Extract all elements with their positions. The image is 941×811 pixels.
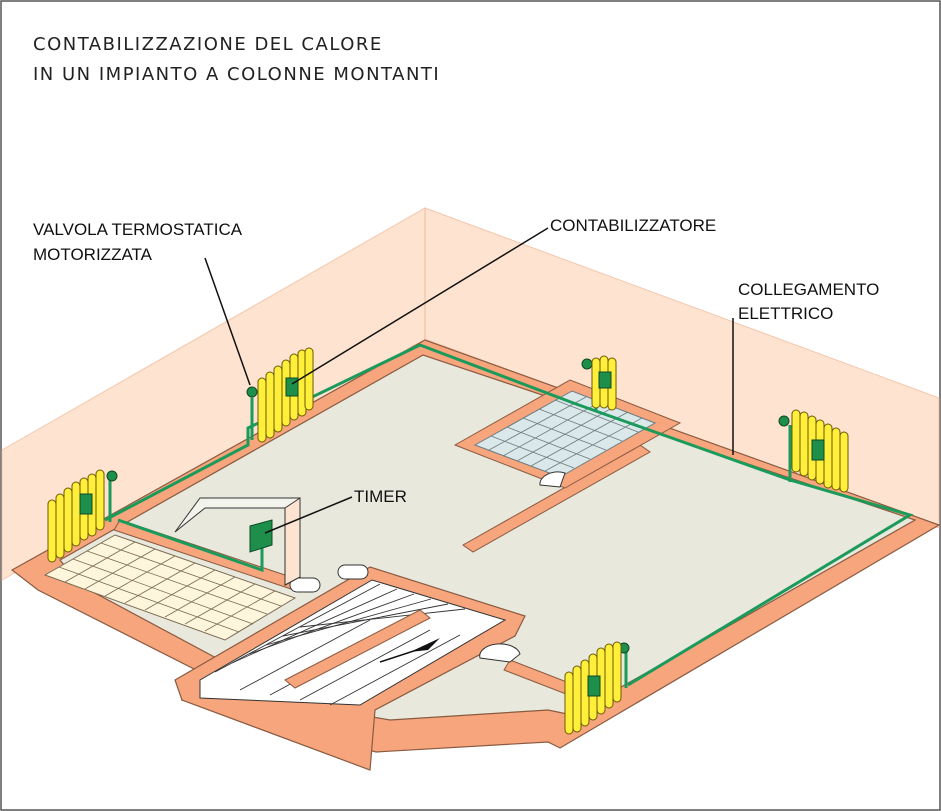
stair-arrow: [410, 638, 440, 652]
radiator-3: [591, 355, 617, 411]
stair-arrow-line: [379, 644, 433, 663]
label-valvola-line2: MOTORIZZATA: [33, 245, 152, 264]
radiator-2: [47, 469, 105, 563]
kitchen-floor: [43, 534, 297, 641]
stairwell-opening: [199, 579, 507, 706]
stair-center-wall: [284, 609, 431, 689]
kitchen-cabinet-side: [284, 497, 301, 586]
label-collegamento-line1: COLLEGAMENTO: [738, 280, 880, 299]
label-contabilizzatore: CONTABILIZZATORE: [550, 216, 717, 235]
radiator-1: [257, 347, 314, 443]
diagram-title-line1: CONTABILIZZAZIONE DEL CALORE: [33, 34, 383, 55]
diagram-title-line2: IN UN IMPIANTO A COLONNE MONTANTI: [33, 64, 441, 85]
valve-knob-3: [581, 358, 593, 370]
valve-knob-4: [778, 415, 790, 427]
label-valvola-line1: VALVOLA TERMOSTATICA: [33, 220, 243, 239]
door-stair-1: [289, 577, 321, 593]
leader-contabilizzatore: [291, 227, 549, 385]
valve-knob-1: [246, 386, 258, 398]
leader-timer: [264, 496, 353, 534]
kitchen-tile-grid: [58, 541, 282, 633]
radiator-5: [564, 641, 622, 735]
leader-valvola: [204, 257, 251, 386]
bathroom-tile-grid: [488, 396, 643, 472]
label-collegamento-line2: ELETTRICO: [738, 304, 834, 323]
door-stair-2: [337, 564, 369, 580]
timer-box: [249, 519, 273, 553]
door-bathroom: [539, 471, 566, 488]
label-timer: TIMER: [354, 487, 407, 506]
radiator-4: [791, 409, 849, 493]
valve-knob-2: [106, 470, 118, 482]
electric-cable: [104, 343, 914, 687]
door-lower: [479, 643, 521, 663]
